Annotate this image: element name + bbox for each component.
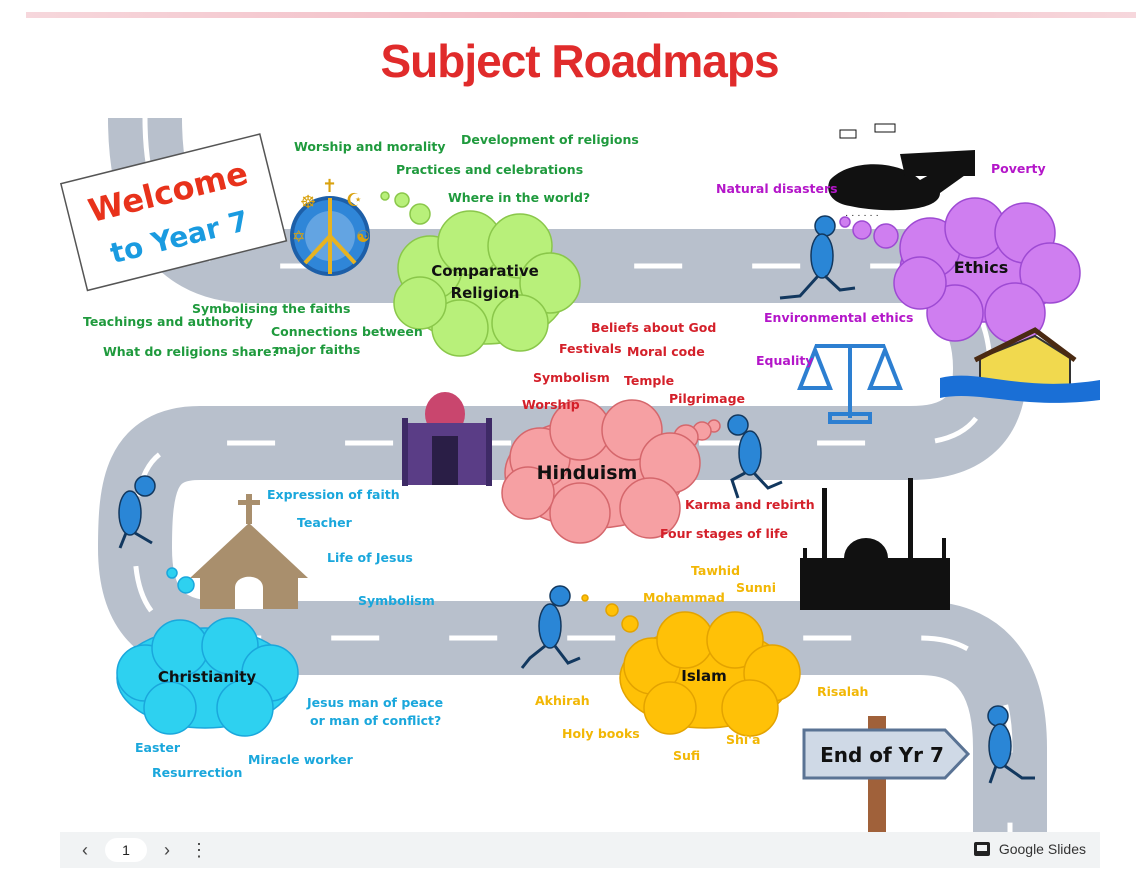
topic-label: Moral code	[627, 344, 705, 359]
runner-2	[727, 414, 783, 499]
topic-label: Akhirah	[535, 693, 590, 708]
topic-label: Environmental ethics	[764, 310, 914, 325]
topic-label: Beliefs about God	[591, 320, 717, 335]
topic-label: Pilgrimage	[669, 391, 746, 406]
topic-label: Symbolism	[358, 593, 435, 608]
christianity-cloud	[116, 567, 299, 737]
road-path	[97, 118, 1047, 832]
scales-icon	[797, 344, 903, 424]
mosque-icon	[800, 478, 950, 610]
topic-label: Four stages of life	[660, 526, 788, 541]
previous-slide-button[interactable]: ‹	[82, 840, 88, 860]
road	[97, 118, 1047, 832]
slide: Welcome to Year 7 ☸ ✝ ☪ ✡ ☯	[60, 118, 1100, 832]
comparative-religion-cloud	[380, 191, 581, 357]
google-slides-link[interactable]: Google Slides	[998, 841, 1086, 857]
more-options-icon[interactable]: ⋮	[190, 840, 208, 860]
hinduism-label: Hinduism	[536, 462, 638, 484]
topic-label: Symbolising the faiths	[192, 301, 351, 316]
runner-3	[118, 475, 156, 549]
topic-label: or man of conflict?	[310, 713, 442, 728]
church-icon	[190, 494, 308, 609]
topic-label: Equality	[756, 353, 814, 368]
ethics-label: Ethics	[953, 258, 1009, 277]
slides-controls-bar: ‹ 1 › ⋮ Google Slides	[60, 832, 1100, 868]
topic-label: Temple	[624, 373, 675, 388]
christianity-label: Christianity	[157, 668, 257, 686]
topic-label: Natural disasters	[716, 181, 838, 196]
ethics-cloud	[839, 197, 1081, 344]
top-accent-bar	[26, 12, 1136, 18]
end-sign-label: End of Yr 7	[820, 743, 944, 767]
topic-label: Teacher	[297, 515, 352, 530]
topic-label: Mohammad	[643, 590, 725, 605]
topic-label: Life of Jesus	[327, 550, 413, 565]
topic-label: Miracle worker	[248, 752, 353, 767]
topic-label: Shi'a	[726, 732, 761, 747]
topic-label: Symbolism	[533, 370, 610, 385]
hinduism-cloud	[501, 399, 721, 544]
topic-label: Connections between	[271, 324, 423, 339]
faiths-peace-icon: ☸ ✝ ☪ ✡ ☯	[290, 176, 370, 276]
topic-label: Practices and celebrations	[396, 162, 584, 177]
topic-label: Karma and rebirth	[685, 497, 815, 512]
runner-figures	[118, 215, 1035, 784]
comparative-religion-label: Comparative Religion	[431, 262, 539, 302]
topic-label: Tawhid	[691, 563, 741, 578]
runner-4	[520, 585, 581, 669]
svg-text:☸: ☸	[300, 192, 316, 212]
islam-cloud	[581, 594, 801, 737]
topic-label: Sunni	[736, 580, 776, 595]
topic-label: Festivals	[559, 341, 622, 356]
topic-label: major faiths	[275, 342, 361, 357]
temple-icon	[402, 392, 492, 486]
page-number-input[interactable]: 1	[105, 838, 147, 862]
page-title: Subject Roadmaps	[380, 35, 779, 87]
islam-label: Islam	[681, 667, 727, 685]
topic-label: Resurrection	[152, 765, 243, 780]
topic-label: What do religions share?	[103, 344, 279, 359]
flooded-house-icon	[940, 327, 1100, 403]
topic-label: Teachings and authority	[83, 314, 254, 329]
topic-label: Where in the world?	[448, 190, 591, 205]
end-sign: End of Yr 7	[802, 716, 971, 832]
svg-text:✝: ✝	[322, 176, 337, 196]
runner-1	[779, 215, 856, 300]
topic-label: Worship and morality	[294, 139, 446, 154]
runner-5	[987, 705, 1035, 784]
topic-label: Risalah	[817, 684, 869, 699]
topic-label: Holy books	[562, 726, 640, 741]
svg-text:☪: ☪	[346, 190, 362, 210]
topic-label: Sufi	[673, 748, 701, 763]
next-slide-button[interactable]: ›	[164, 840, 170, 860]
svg-text:· · · · · ·: · · · · · ·	[845, 210, 879, 221]
svg-text:✡: ✡	[292, 229, 305, 246]
topic-label: Jesus man of peace	[307, 695, 444, 710]
topic-label: Expression of faith	[267, 487, 400, 502]
svg-text:☯: ☯	[356, 229, 370, 246]
roadmap-illustration: Welcome to Year 7 ☸ ✝ ☪ ✡ ☯	[60, 118, 1100, 832]
topic-label: Easter	[135, 740, 181, 755]
topic-label: Poverty	[991, 161, 1046, 176]
poverty-disaster-icon: · · · · · ·	[828, 123, 975, 221]
topic-label: Worship	[522, 397, 580, 412]
topic-label: Development of religions	[461, 132, 639, 147]
google-slides-icon	[974, 842, 990, 856]
